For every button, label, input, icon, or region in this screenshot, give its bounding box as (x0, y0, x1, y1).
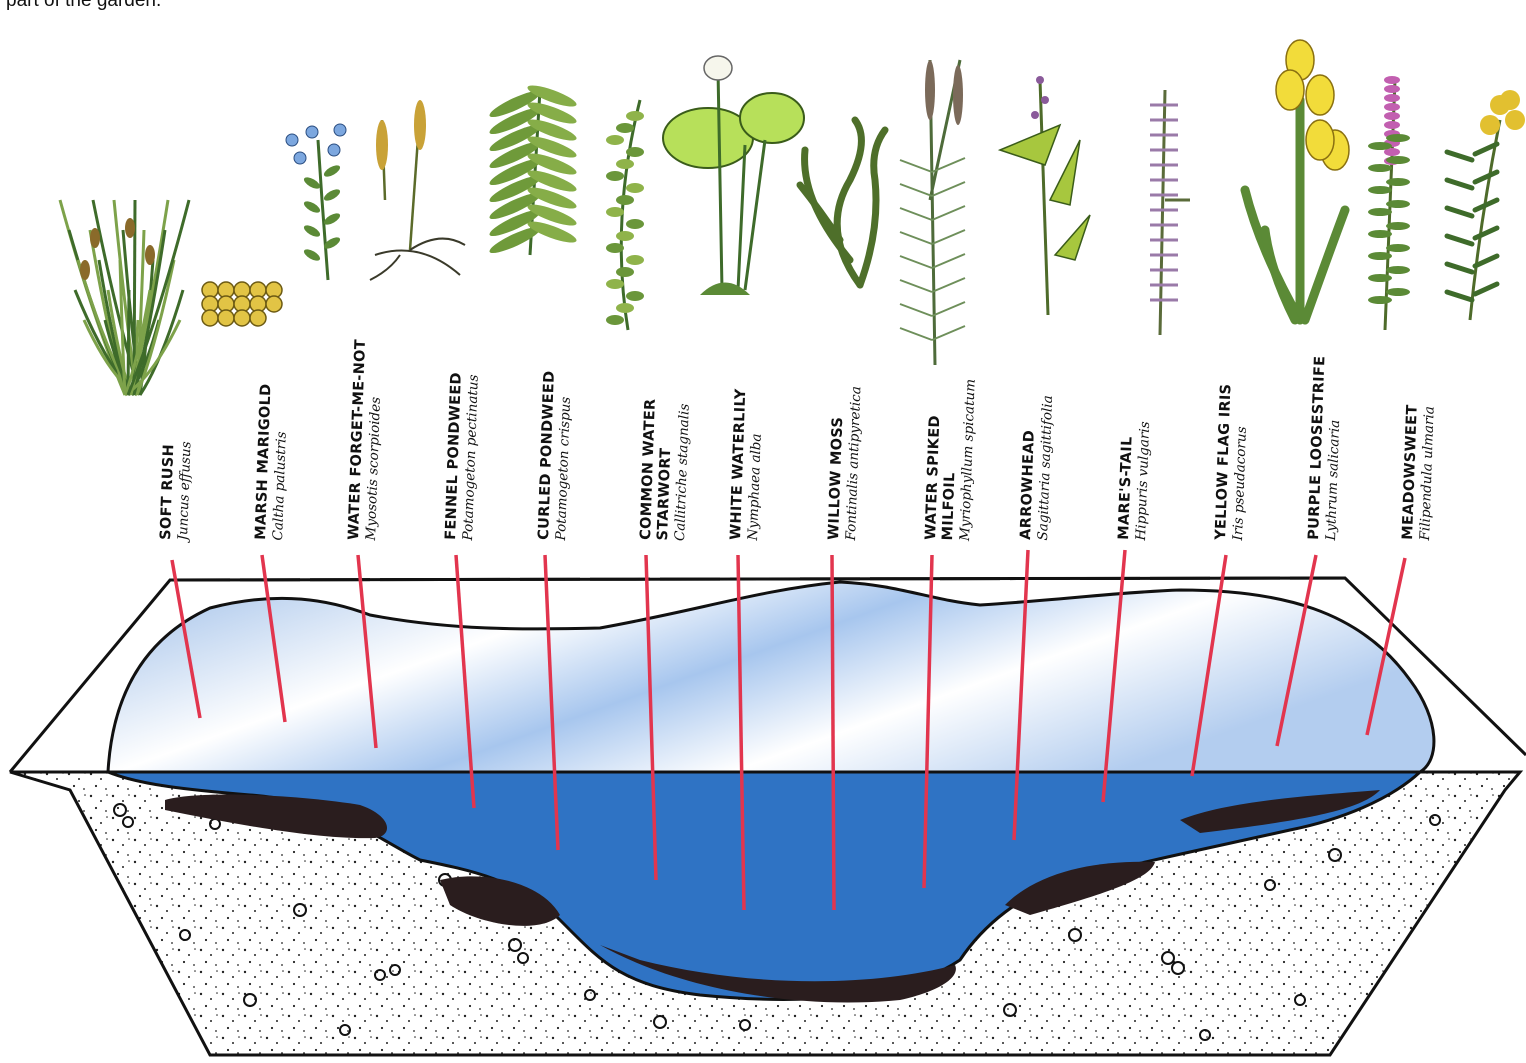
label-latin-yellow-flag-iris: Iris pseudacorus (1230, 426, 1250, 542)
arrowhead-illustration (1000, 76, 1090, 315)
purple-loosestrife-illustration (1368, 76, 1410, 330)
label-latin-common-water-starwort: Callitriche stagnalis (672, 403, 693, 541)
fennel-pondweed-illustration (370, 100, 465, 280)
label-latin-purple-loosestrife: Lythrum salicaria (1323, 419, 1343, 541)
white-waterlily-illustration (663, 56, 804, 295)
water-surface (108, 582, 1434, 772)
willow-moss-illustration (800, 120, 885, 285)
mares-tail-illustration (1150, 90, 1190, 335)
label-common-common-water-starwort: STARWORT (655, 447, 674, 540)
label-common-water-spiked-milfoil: MILFOIL (940, 472, 958, 541)
label-common-soft-rush: SOFT RUSH (158, 444, 177, 540)
label-latin-soft-rush: Juncus effusus (175, 441, 195, 544)
water-forget-me-not-illustration (286, 124, 346, 280)
meadowsweet-illustration (1447, 90, 1525, 320)
label-latin-arrowhead: Sagittaria sagittifolia (1035, 395, 1056, 541)
curled-pondweed-illustration (487, 81, 578, 257)
label-latin-white-waterlily: Nymphaea alba (745, 433, 765, 542)
soft-rush-illustration (60, 200, 189, 395)
water-spiked-milfoil-illustration (900, 60, 965, 365)
label-latin-meadowsweet: Filipendula ulmaria (1417, 406, 1438, 542)
pointer-willow-moss (832, 555, 834, 910)
label-latin-willow-moss: Fontinalis antipyretica (843, 386, 864, 542)
label-latin-water-spiked-milfoil: Myriophyllum spicatum (957, 379, 979, 543)
label-latin-mares-tail: Hippuris vulgaris (1133, 421, 1153, 542)
marsh-marigold-illustration (202, 282, 282, 326)
plant-illustrations (60, 40, 1525, 395)
common-water-starwort-illustration (606, 100, 644, 330)
yellow-flag-iris-illustration (1245, 40, 1349, 320)
label-latin-marsh-marigold: Caltha palustris (270, 431, 290, 540)
